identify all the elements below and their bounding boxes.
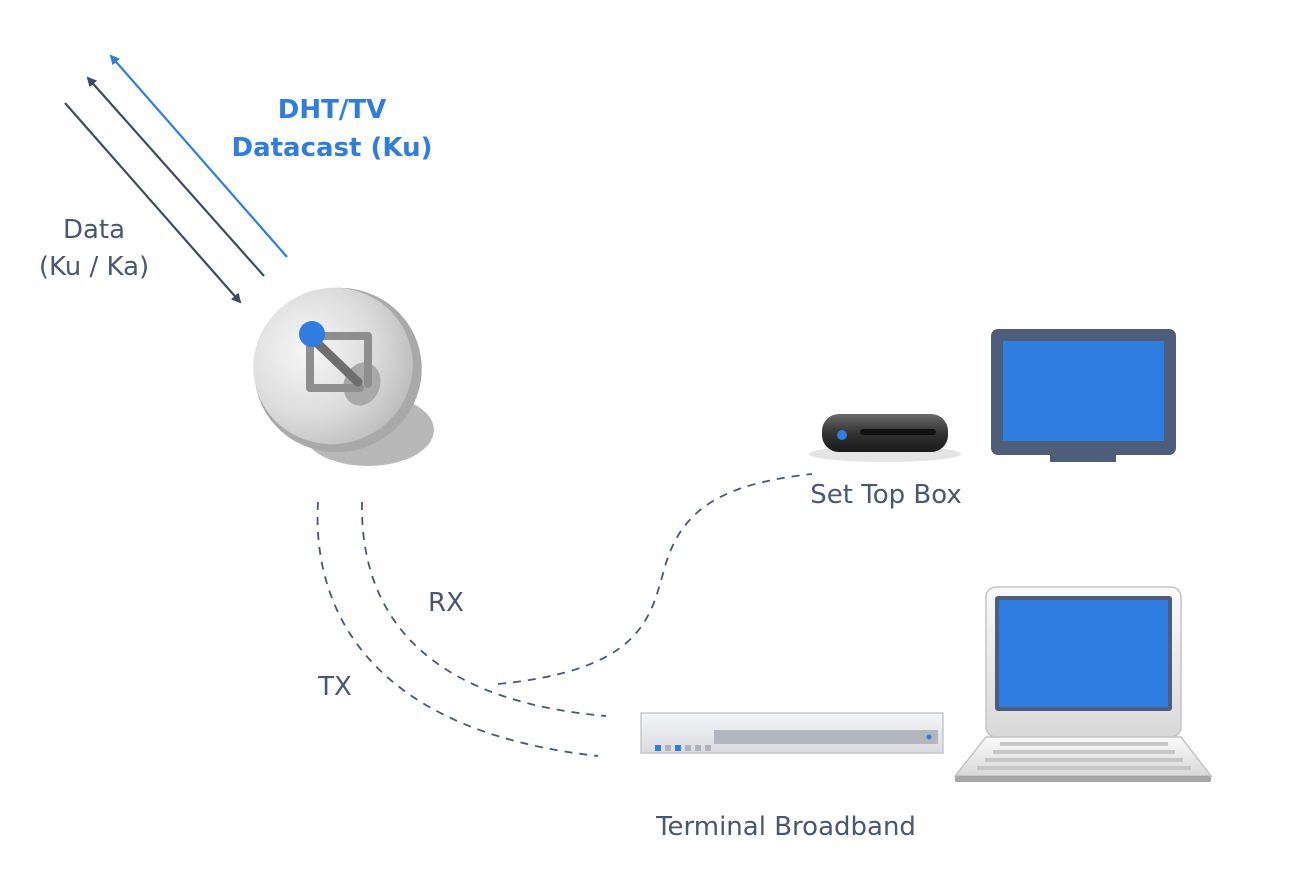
tv-monitor-icon xyxy=(991,329,1176,462)
tx-label: TX xyxy=(317,672,352,702)
dht-tv-arrow xyxy=(109,54,288,258)
tx-cable xyxy=(316,501,599,757)
laptop-icon xyxy=(953,586,1213,782)
signal-arrows xyxy=(64,54,288,304)
downlink-data-arrow xyxy=(64,102,242,304)
set-top-box-label: Set Top Box xyxy=(810,480,961,510)
rx-cable xyxy=(361,501,607,717)
set-top-box-icon xyxy=(809,414,961,462)
set-top-box-cable xyxy=(497,473,813,685)
uplink-data-arrow xyxy=(86,76,265,277)
datacast-label: Datacast (Ku) xyxy=(232,133,433,163)
data-label: Data xyxy=(63,215,125,245)
cables xyxy=(316,473,813,757)
data-band-label: (Ku / Ka) xyxy=(39,252,149,282)
broadband-terminal-icon xyxy=(640,712,944,754)
dht-tv-label: DHT/TV xyxy=(278,95,386,125)
rx-label: RX xyxy=(428,588,464,618)
satellite-dish-icon xyxy=(253,287,434,466)
terminal-broadband-label: Terminal Broadband xyxy=(655,812,916,842)
